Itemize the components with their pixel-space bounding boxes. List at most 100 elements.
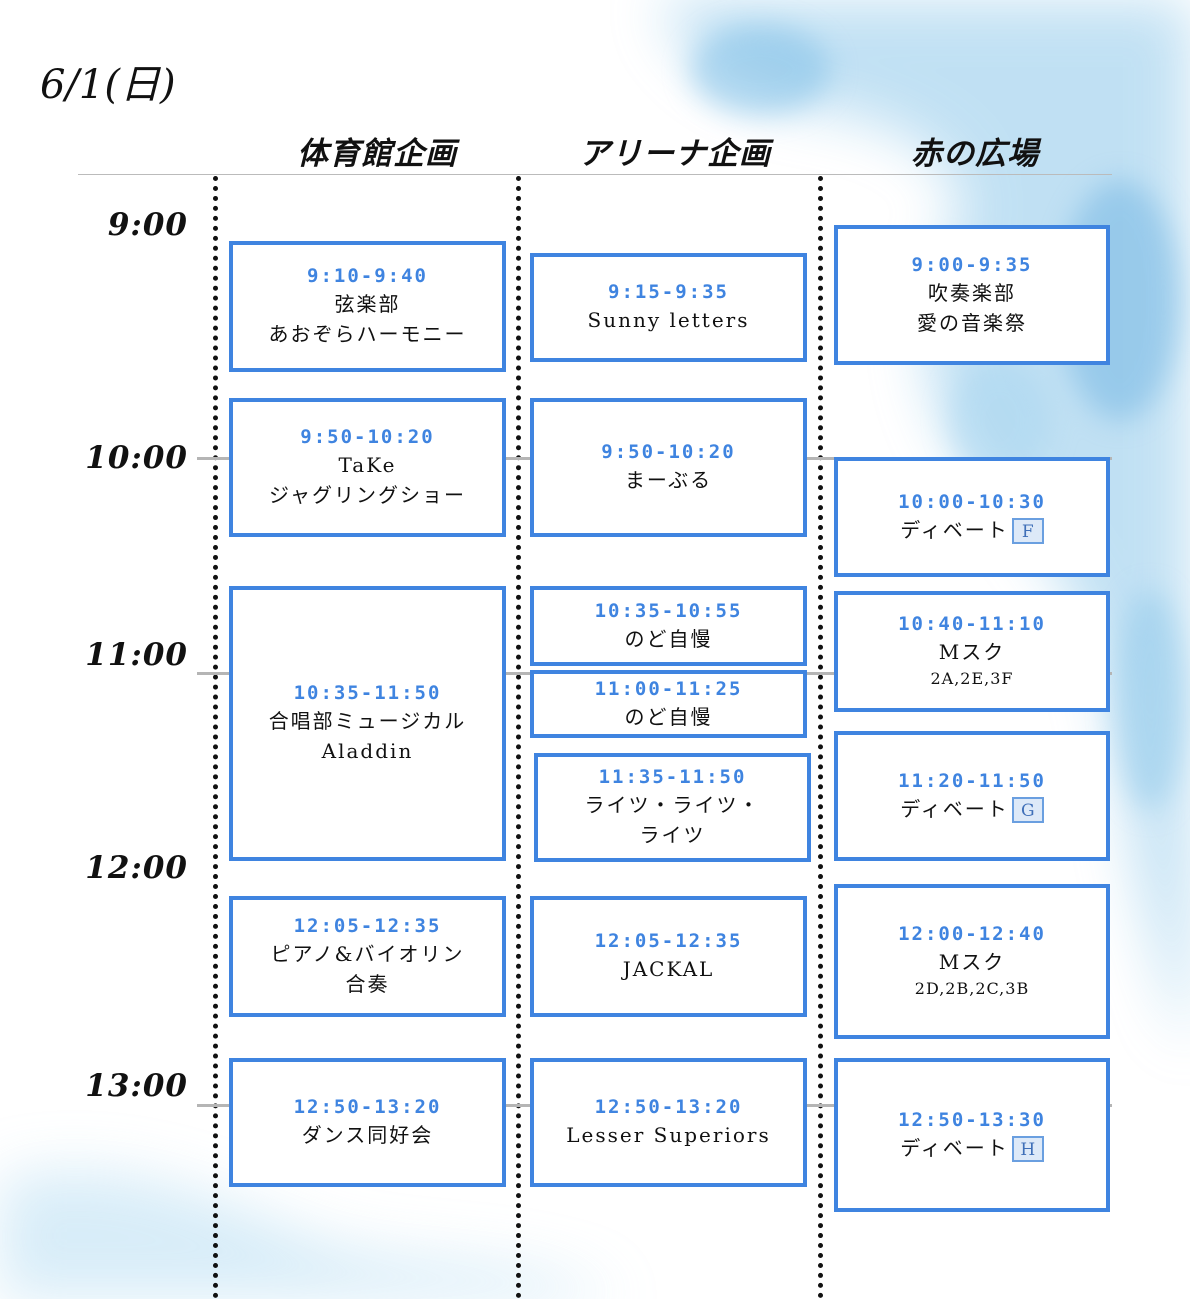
event-title-text: Lesser Superiors	[566, 1123, 771, 1147]
event-title: あおぞらハーモニー	[269, 319, 467, 349]
event-time: 11:00-11:25	[594, 677, 743, 700]
event-time: 10:40-11:10	[898, 613, 1046, 635]
event-title-text: Sunny letters	[587, 308, 750, 332]
event-time: 12:50-13:30	[898, 1108, 1046, 1131]
event-title: ジャグリングショー	[269, 480, 466, 510]
event-title-text: Mスク	[938, 950, 1006, 974]
event-time: 9:00-9:35	[911, 253, 1033, 276]
event-title: ライツ・ライツ・	[585, 790, 761, 820]
event-title: Mスク	[939, 637, 1005, 667]
time-label-11: 11:00	[85, 637, 188, 673]
event-title-text: ダンス同好会	[301, 1123, 434, 1147]
column-divider-right	[818, 176, 823, 1299]
event-title-text: 愛の音楽祭	[917, 310, 1027, 335]
event-time: 9:15-9:35	[608, 281, 729, 303]
venue-badge: H	[1011, 1136, 1044, 1162]
event-time: 9:50-10:20	[300, 426, 435, 448]
event-block: 11:35-11:50 ライツ・ライツ・ライツ	[534, 753, 811, 862]
event-title-text: 吹奏楽部	[928, 280, 1016, 305]
event-time: 12:05-12:35	[293, 915, 442, 937]
header-divider	[78, 174, 1112, 175]
column-divider-middle	[516, 176, 521, 1299]
event-title-text: TaKe	[338, 453, 397, 477]
event-title-text: 合唱部ミュージカル	[268, 709, 467, 733]
event-title: まーぶる	[625, 465, 712, 495]
time-label-9: 9:00	[107, 207, 188, 243]
event-title-text: のど自慢	[624, 626, 713, 651]
event-title: TaKe	[339, 450, 397, 480]
event-time: 9:50-10:20	[601, 441, 736, 463]
event-title: ダンス同好会	[302, 1120, 434, 1150]
column-header-gym: 体育館企画	[297, 136, 457, 172]
date-title: 6/1(日)	[40, 62, 176, 108]
event-title: のど自慢	[625, 624, 713, 654]
event-time: 12:50-13:20	[293, 1096, 442, 1118]
event-title: 合奏	[346, 969, 390, 999]
event-block: 9:50-10:20 まーぶる	[530, 398, 807, 537]
event-title: Aladdin	[322, 736, 414, 766]
event-title: 弦楽部	[335, 289, 401, 319]
event-title-text: Mスク	[938, 640, 1006, 664]
time-label-12: 12:00	[85, 850, 188, 886]
event-block: 10:35-10:55 のど自慢	[530, 586, 807, 666]
event-title-text: ライツ	[639, 823, 706, 847]
event-title-text: ジャグリングショー	[269, 483, 466, 507]
event-title: 吹奏楽部	[928, 278, 1016, 308]
event-time: 12:05-12:35	[594, 930, 743, 952]
event-title: 合唱部ミュージカル	[269, 706, 467, 736]
event-block: 12:05-12:35 ピアノ&バイオリン合奏	[229, 896, 506, 1017]
event-time: 10:00-10:30	[898, 490, 1046, 513]
event-block: 12:50-13:20 ダンス同好会	[229, 1058, 506, 1187]
event-block: 11:00-11:25 のど自慢	[530, 670, 807, 738]
event-time: 10:35-10:55	[594, 599, 743, 622]
event-title: のど自慢	[625, 702, 713, 732]
event-title: ピアノ&バイオリン	[270, 939, 464, 969]
event-classes: 2A,2E,3F	[930, 669, 1014, 688]
event-title-text: あおぞらハーモニー	[268, 322, 467, 346]
event-title-text: 弦楽部	[334, 292, 401, 316]
venue-badge: G	[1011, 797, 1044, 823]
event-time: 12:50-13:20	[594, 1096, 743, 1118]
event-title-text: JACKAL	[622, 957, 715, 981]
event-title: Lesser Superiors	[566, 1120, 770, 1150]
event-title: 愛の音楽祭	[917, 308, 1027, 338]
event-title-text: ディベート	[900, 1135, 1009, 1160]
event-title-text: Aladdin	[321, 739, 414, 763]
venue-badge: F	[1011, 518, 1044, 544]
event-title-text: のど自慢	[624, 704, 713, 729]
column-header-red-square: 赤の広場	[911, 136, 1039, 172]
event-title: Mスク	[939, 947, 1005, 977]
column-header-arena: アリーナ企画	[579, 136, 771, 172]
event-block: 10:35-11:50 合唱部ミュージカル Aladdin	[229, 586, 506, 861]
event-title-text: ディベート	[900, 517, 1009, 542]
event-time: 11:35-11:50	[598, 766, 747, 788]
event-block: 9:10-9:40 弦楽部あおぞらハーモニー	[229, 241, 506, 372]
event-time: 11:20-11:50	[898, 769, 1046, 792]
event-title-text: ピアノ&バイオリン	[270, 942, 465, 966]
event-time: 12:00-12:40	[898, 923, 1046, 945]
event-title-text: ディベート	[900, 796, 1009, 821]
event-time: 9:10-9:40	[307, 265, 428, 287]
event-title-text: ライツ・ライツ・	[584, 793, 761, 817]
event-title: ライツ	[640, 820, 706, 850]
event-block: 9:00-9:35 吹奏楽部愛の音楽祭	[834, 225, 1110, 365]
event-title-text: 合奏	[345, 972, 390, 996]
event-time: 10:35-11:50	[293, 682, 442, 704]
event-title: JACKAL	[623, 954, 715, 984]
time-label-10: 10:00	[85, 440, 188, 476]
column-divider-left	[213, 176, 218, 1299]
event-title: Sunny letters	[588, 305, 750, 335]
event-title-text: まーぶる	[624, 468, 713, 492]
